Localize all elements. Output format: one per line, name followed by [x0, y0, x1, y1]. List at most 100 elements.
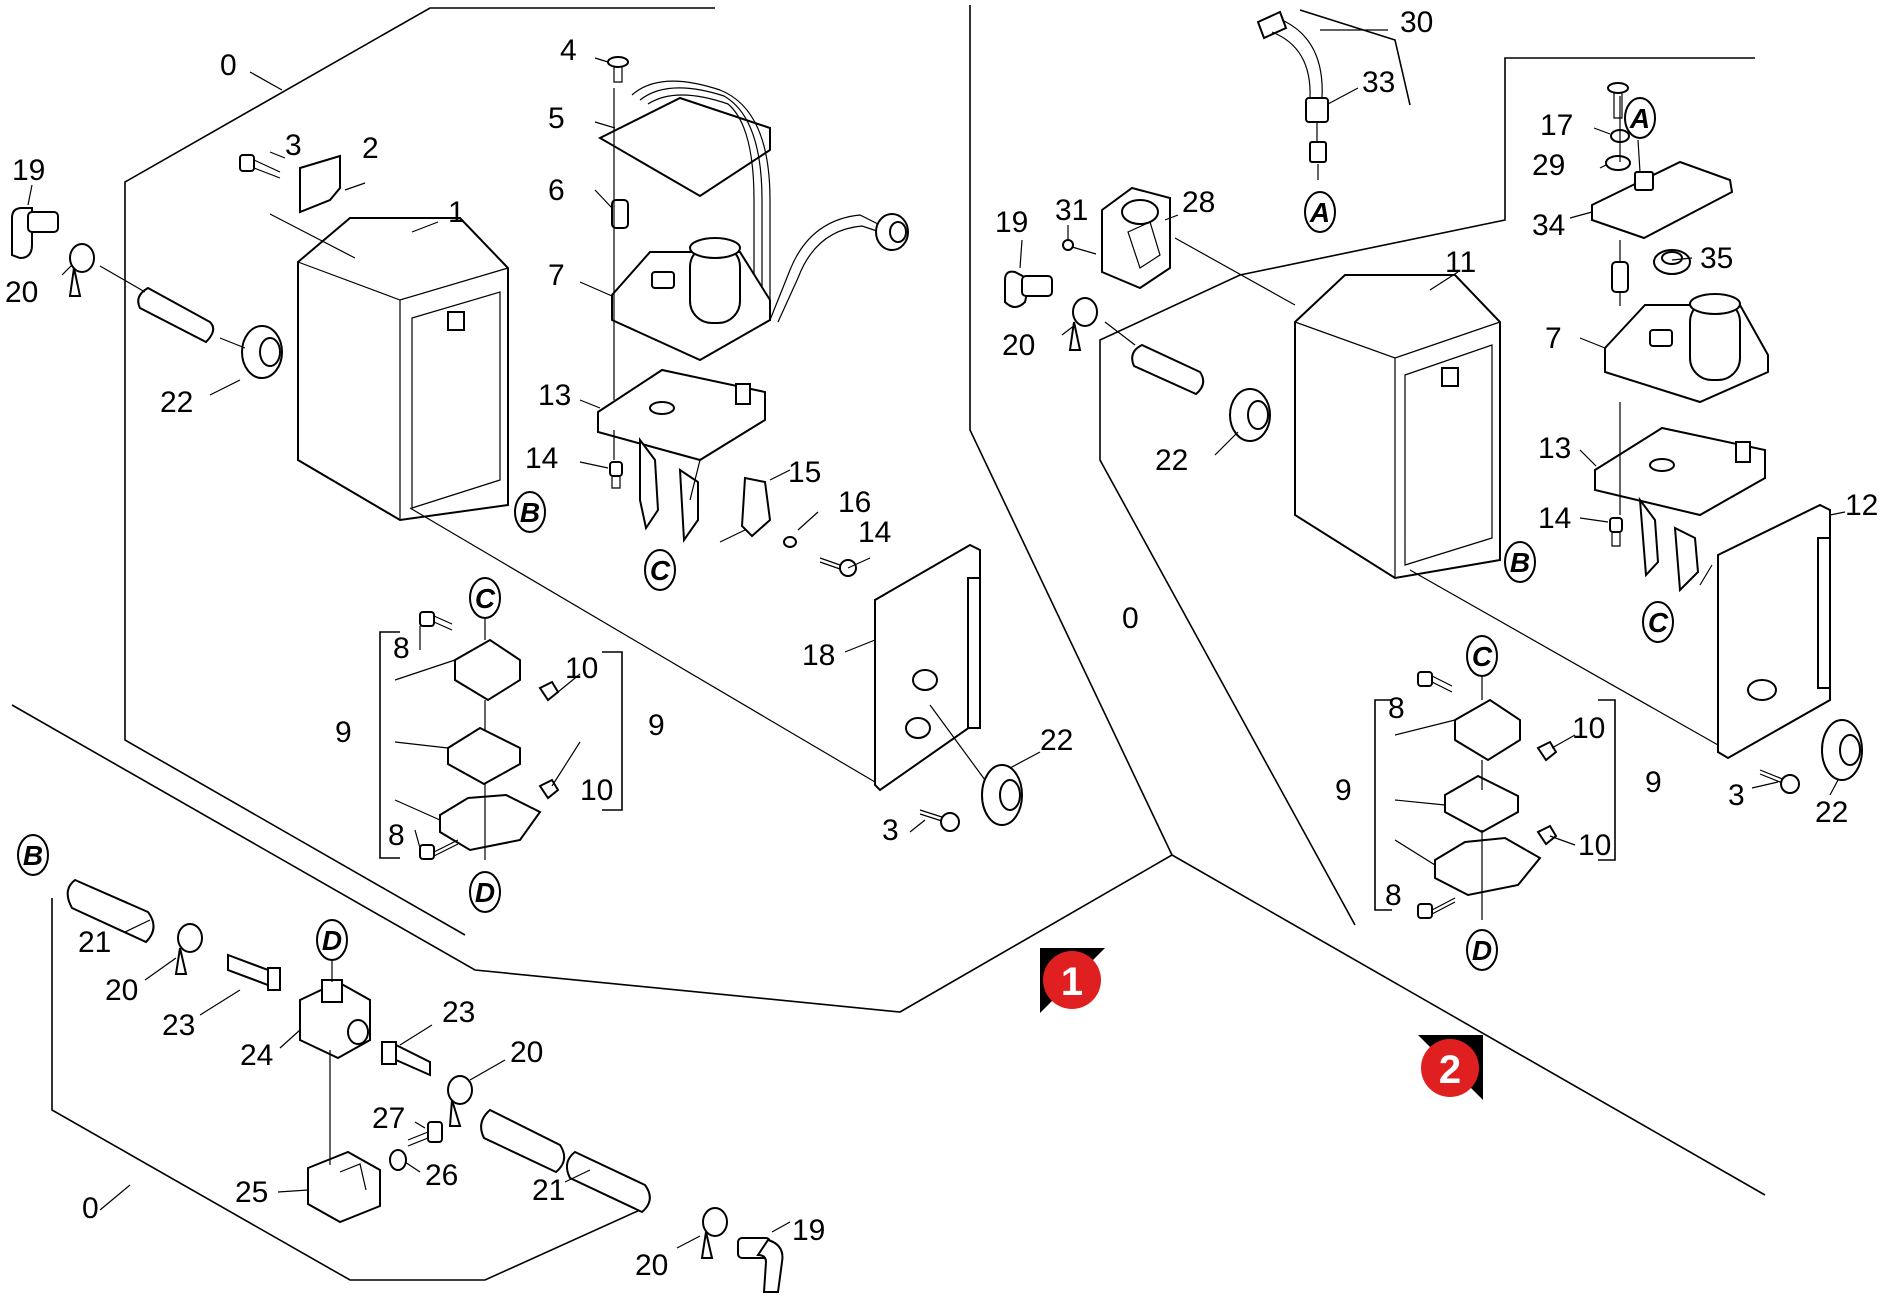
screw: [609, 461, 623, 489]
part-label-16: 16: [838, 486, 871, 519]
part-label-9: 9: [1335, 774, 1352, 807]
part-label-8: 8: [1385, 879, 1402, 912]
screw: [1607, 82, 1629, 119]
part-label-23: 23: [442, 996, 475, 1029]
part-label-8: 8: [393, 632, 410, 665]
reference-tags: C B C D B D A A B C C D: [17, 97, 1674, 971]
part-label-2: 2: [362, 132, 379, 165]
part-label-1: 1: [448, 196, 465, 229]
part-label-14: 14: [1538, 502, 1571, 535]
control-box: [1294, 274, 1501, 580]
part-label-30: 30: [1400, 6, 1433, 39]
hose: [565, 1150, 651, 1214]
part-label-3: 3: [1728, 779, 1745, 812]
part-label-17: 17: [1540, 109, 1573, 142]
mounting-plate: [597, 96, 771, 198]
leader-lines: [1019, 29, 1846, 920]
washer: [1605, 155, 1631, 171]
micro-switch: [740, 476, 772, 538]
tag-b: B: [514, 491, 546, 533]
tag-b: B: [1504, 541, 1536, 583]
elbow-fitting: [1004, 270, 1053, 308]
part-label-13: 13: [1538, 432, 1571, 465]
screw: [407, 1121, 443, 1147]
part-label-3: 3: [882, 814, 899, 847]
part-label-22: 22: [160, 386, 193, 419]
hose: [137, 286, 215, 344]
part-labels: 0 3 2 1 19 20 22 4 5 6 7 13 14 15 16 14 …: [5, 6, 1878, 1282]
tag-b-letter: B: [23, 840, 43, 871]
hose-group: [66, 878, 791, 1293]
grommet: [241, 325, 283, 379]
tag-d-letter: D: [322, 925, 342, 956]
part-label-12: 12: [1845, 489, 1878, 522]
bracket: [299, 154, 341, 214]
tag-a-letter: A: [1309, 197, 1330, 228]
tag-c-letter: C: [1472, 641, 1493, 672]
tag-d-letter: D: [1472, 935, 1492, 966]
washer: [389, 1149, 407, 1171]
tag-a: A: [1304, 191, 1336, 233]
hose: [480, 1108, 566, 1174]
part-label-20: 20: [510, 1036, 543, 1069]
hose-clamp: [700, 1207, 728, 1259]
grommet: [1229, 388, 1271, 442]
screw: [1759, 769, 1800, 794]
retaining-ring: [1653, 249, 1691, 275]
part-label-10: 10: [580, 774, 613, 807]
gooseneck-lamp: [1256, 10, 1329, 163]
part-label-13: 13: [538, 379, 571, 412]
washer: [783, 536, 797, 548]
tag-d: D: [1466, 929, 1498, 971]
part-label-9: 9: [335, 716, 352, 749]
part-label-33: 33: [1362, 66, 1395, 99]
part-label-24: 24: [240, 1039, 273, 1072]
screw: [1062, 239, 1097, 255]
elbow-fitting: [737, 1237, 784, 1293]
part-label-25: 25: [235, 1176, 268, 1209]
badge-2-number: 2: [1439, 1048, 1461, 1092]
spacer: [611, 199, 629, 229]
screw: [1609, 517, 1623, 547]
cover-plate: [874, 543, 981, 792]
tag-a: A: [1624, 97, 1656, 139]
tag-c-letter: C: [1648, 607, 1669, 638]
screw: [919, 809, 960, 832]
part-label-0: 0: [82, 1192, 99, 1225]
part-label-22: 22: [1815, 796, 1848, 829]
part-label-35: 35: [1700, 242, 1733, 275]
barb-fitting: [227, 953, 281, 991]
assembly-badge-1: 1: [1040, 948, 1105, 1013]
tag-c: C: [1466, 635, 1498, 677]
part-label-3: 3: [285, 129, 302, 162]
part-label-21: 21: [78, 926, 111, 959]
assembly-2: [1004, 10, 1863, 920]
tag-b: B: [17, 834, 49, 876]
hose-clamp: [174, 923, 203, 975]
tag-c: C: [469, 577, 501, 619]
part-label-7: 7: [1545, 322, 1562, 355]
part-label-0: 0: [1122, 602, 1139, 635]
spacer: [1611, 261, 1629, 293]
hose-clamp: [1068, 297, 1098, 351]
screw: [239, 154, 281, 179]
part-label-11: 11: [1445, 246, 1476, 279]
hose-clamp: [68, 243, 95, 297]
part-label-20: 20: [635, 1249, 668, 1282]
part-label-4: 4: [560, 34, 577, 67]
grommet: [981, 764, 1023, 826]
badge-1-number: 1: [1061, 960, 1083, 1004]
tag-c-letter: C: [650, 555, 671, 586]
part-label-20: 20: [105, 974, 138, 1007]
tag-d: D: [469, 871, 501, 913]
motor-unit: [611, 237, 771, 362]
part-label-5: 5: [548, 102, 565, 135]
tag-b-letter: B: [1510, 547, 1530, 578]
leader-lines: [99, 919, 791, 1249]
screw: [607, 56, 629, 83]
hose-holder: [307, 1150, 381, 1224]
clamp-block-assembly: [1374, 671, 1616, 919]
part-label-19: 19: [792, 1214, 825, 1247]
part-label-22: 22: [1155, 444, 1188, 477]
